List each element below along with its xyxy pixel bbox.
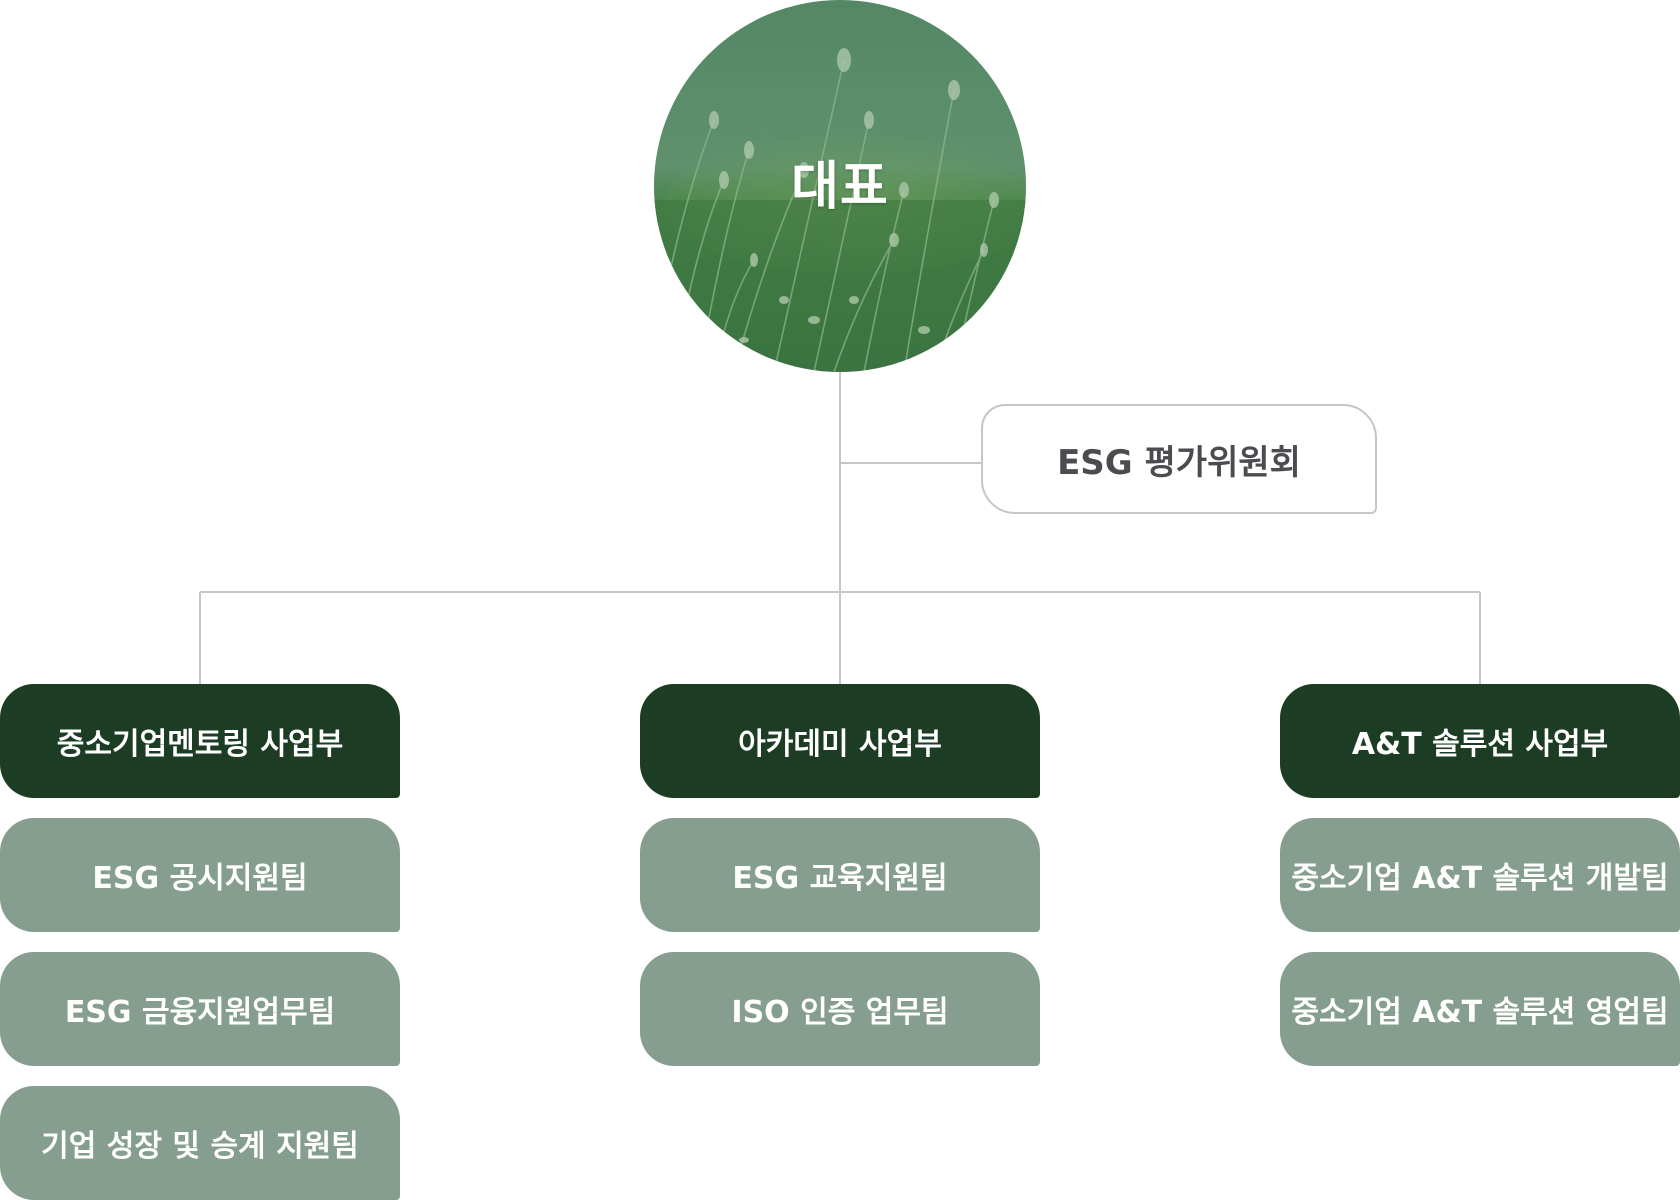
department-label: A&T 솔루션 사업부 — [1351, 727, 1609, 762]
department-label: 중소기업멘토링 사업부 — [56, 727, 344, 762]
grass-field-image — [654, 0, 1026, 372]
department-label: 아카데미 사업부 — [738, 727, 942, 762]
team-at-sales: 중소기업 A&T 솔루션 영업팀 — [1280, 952, 1680, 1066]
team-label: 기업 성장 및 승계 지원팀 — [41, 1129, 359, 1164]
committee-label: ESG 평가위원회 — [1057, 442, 1301, 483]
team-label: ISO 인증 업무팀 — [731, 995, 949, 1030]
team-label: ESG 공시지원팀 — [92, 861, 308, 896]
department-academy: 아카데미 사업부 — [640, 684, 1040, 798]
team-esg-finance: ESG 금융지원업무팀 — [0, 952, 400, 1066]
department-sme-mentoring: 중소기업멘토링 사업부 — [0, 684, 400, 798]
department-at-solution: A&T 솔루션 사업부 — [1280, 684, 1680, 798]
team-growth-succession: 기업 성장 및 승계 지원팀 — [0, 1086, 400, 1200]
team-esg-education: ESG 교육지원팀 — [640, 818, 1040, 932]
ceo-label: 대표 — [791, 156, 889, 217]
ceo-node: 대표 — [654, 0, 1026, 372]
team-esg-disclosure: ESG 공시지원팀 — [0, 818, 400, 932]
team-label: 중소기업 A&T 솔루션 개발팀 — [1291, 861, 1669, 896]
team-label: 중소기업 A&T 솔루션 영업팀 — [1291, 995, 1669, 1030]
team-iso-certification: ISO 인증 업무팀 — [640, 952, 1040, 1066]
team-label: ESG 금융지원업무팀 — [64, 995, 336, 1030]
team-label: ESG 교육지원팀 — [732, 861, 948, 896]
committee-node: ESG 평가위원회 — [981, 404, 1377, 514]
team-at-development: 중소기업 A&T 솔루션 개발팀 — [1280, 818, 1680, 932]
